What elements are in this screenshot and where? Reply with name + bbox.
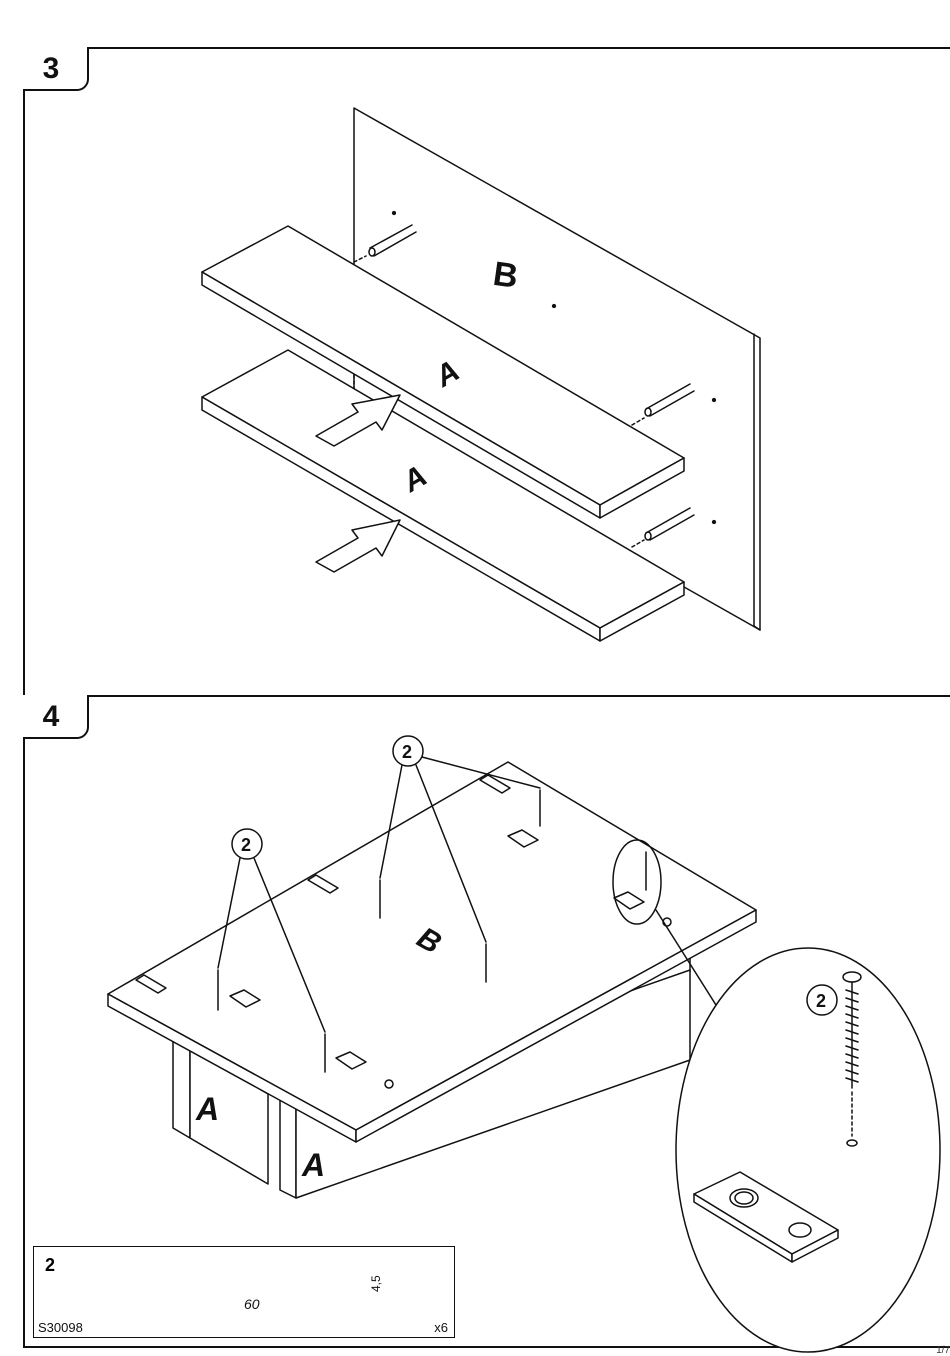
callout-number: 2 <box>816 991 826 1011</box>
label-b-back: B <box>491 255 521 296</box>
part-code: S30098 <box>38 1320 83 1335</box>
screw-length: 60 <box>244 1296 260 1312</box>
callout-number: 2 <box>45 1255 55 1276</box>
callout-number: 2 <box>402 742 412 762</box>
label-a-leg-right: A <box>301 1147 325 1183</box>
hardware-legend: 2 60 4,5 S30098 x6 <box>33 1246 455 1338</box>
callout-number: 2 <box>241 835 251 855</box>
page-number: 1/7 <box>936 1345 950 1356</box>
label-a-leg-left: A <box>195 1091 219 1127</box>
part-quantity: x6 <box>434 1320 448 1335</box>
detail-view <box>676 948 940 1352</box>
screw-diameter: 4,5 <box>369 1275 383 1292</box>
